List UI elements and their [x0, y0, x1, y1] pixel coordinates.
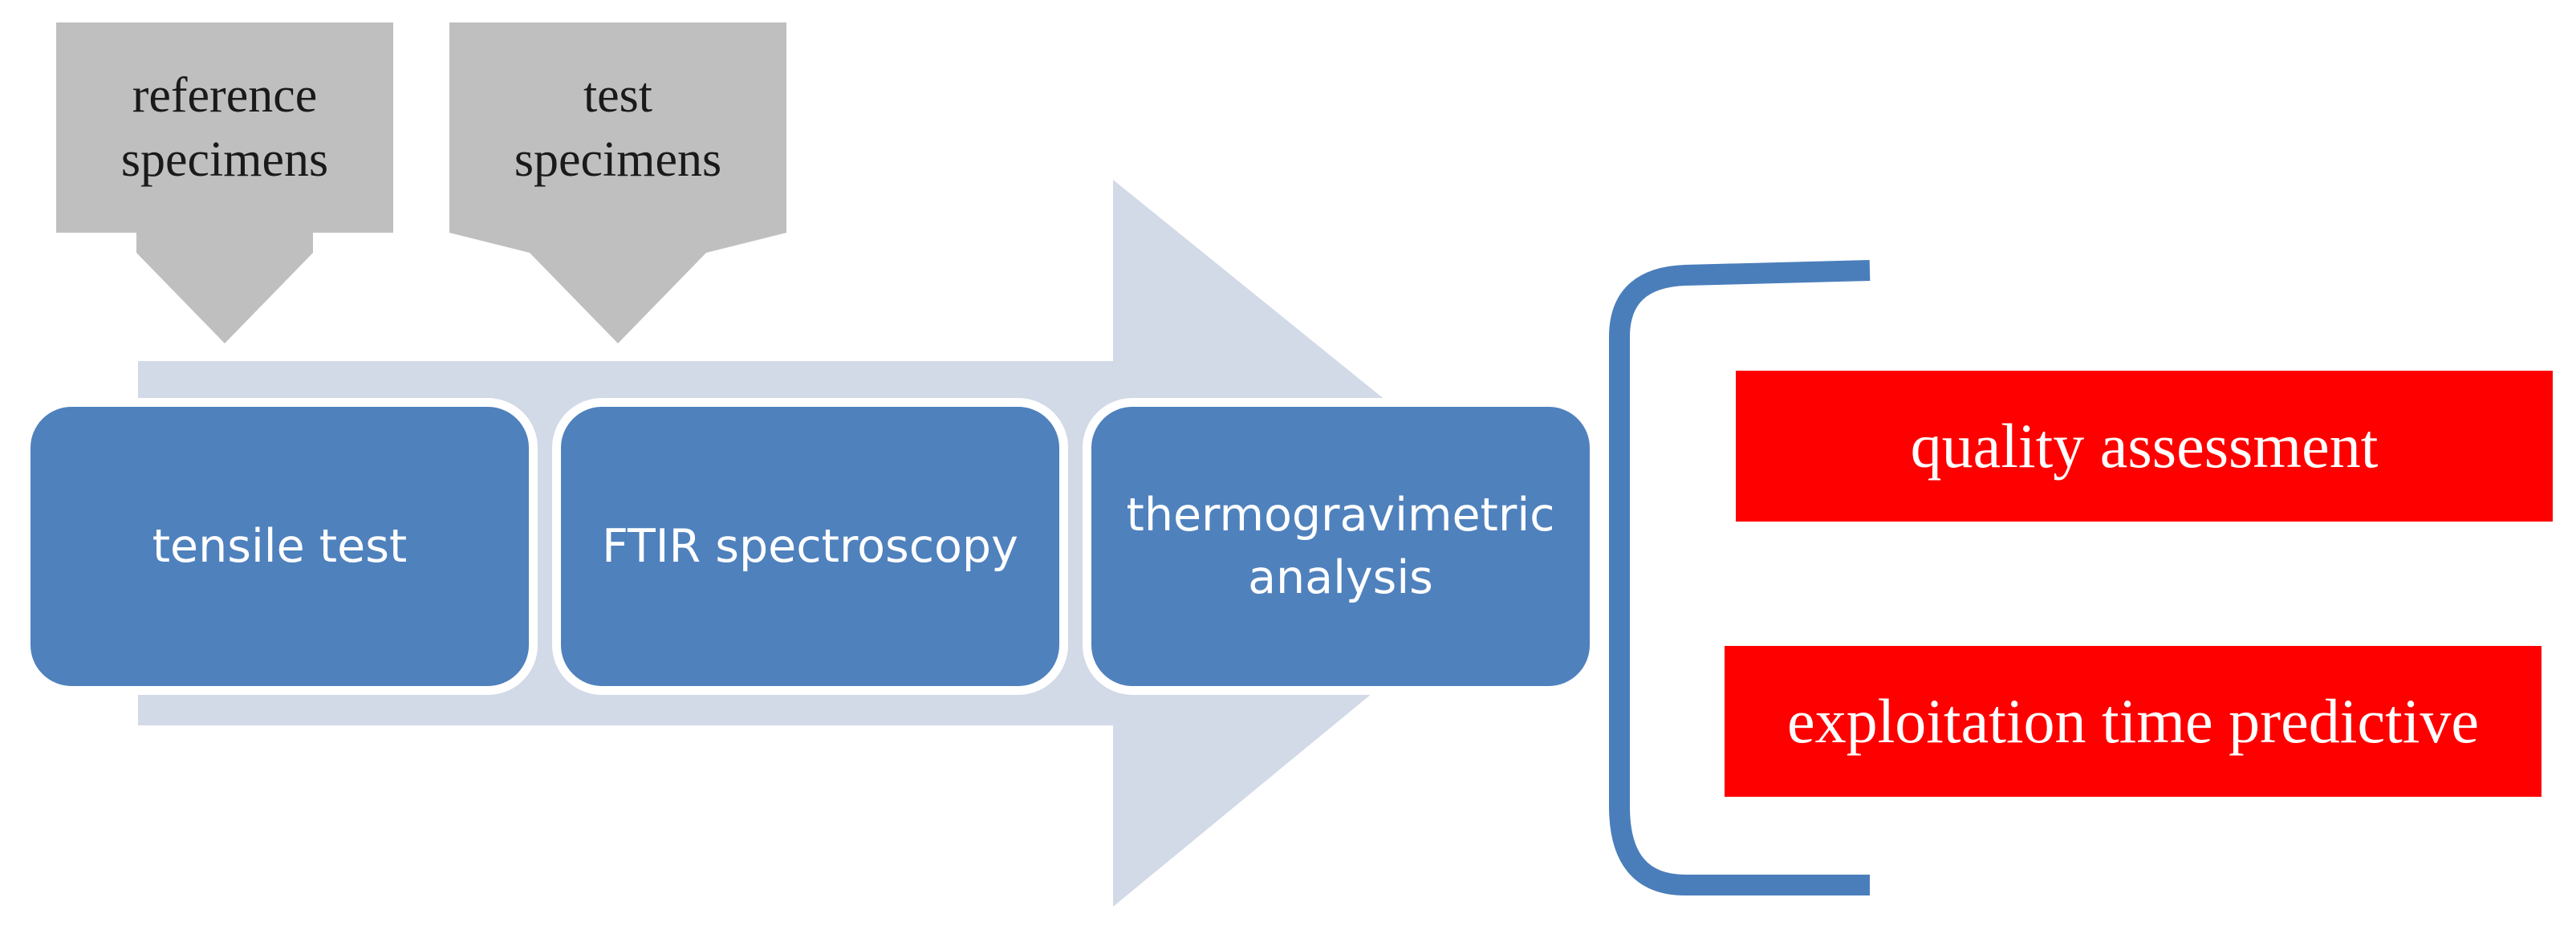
step-tensile-test-label: tensile test	[152, 520, 408, 573]
step-thermogravimetric-line1: thermogravimetric	[1126, 489, 1555, 542]
step-tensile-test: tensile test	[22, 398, 538, 695]
outcome-quality-assessment: quality assessment	[1736, 371, 2553, 522]
step-thermogravimetric-analysis: thermogravimetric analysis	[1083, 398, 1599, 695]
reference-specimens-line2: specimens	[120, 132, 329, 187]
outcome-exploitation-time-predictive: exploitation time predictive	[1725, 646, 2541, 797]
step-thermogravimetric-line2: analysis	[1248, 551, 1433, 604]
outcome-exploitation-time-predictive-label: exploitation time predictive	[1786, 686, 2480, 756]
reference-specimens-line1: reference	[132, 68, 318, 123]
outcome-bracket-line	[1609, 260, 1871, 895]
outcome-quality-assessment-label: quality assessment	[1910, 411, 2379, 481]
reference-specimens-callout-shape	[56, 22, 393, 343]
test-specimens-line2: specimens	[514, 132, 722, 187]
test-specimens-label: test specimens	[449, 22, 786, 233]
step-ftir-spectroscopy: FTIR spectroscopy	[552, 398, 1068, 695]
reference-specimens-label: reference specimens	[56, 22, 393, 233]
step-ftir-spectroscopy-label: FTIR spectroscopy	[602, 520, 1018, 573]
test-specimens-callout-shape	[449, 22, 786, 343]
test-specimens-line1: test	[583, 68, 653, 123]
